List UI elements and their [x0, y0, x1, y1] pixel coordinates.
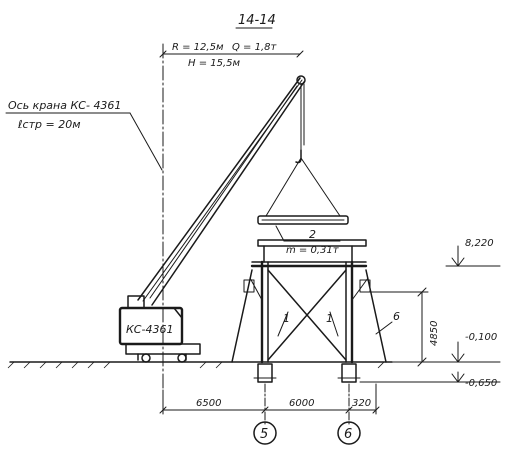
load-label: Q = 1,8т	[232, 42, 278, 53]
crane-boom	[137, 77, 305, 306]
dim-tick-2	[261, 406, 269, 414]
sling-left	[265, 157, 302, 217]
elevation-top: 8,220	[465, 238, 494, 249]
strut-leader	[375, 321, 393, 335]
crane-wheel-left	[141, 353, 151, 363]
crane-body	[118, 295, 201, 361]
load-leader	[275, 225, 285, 242]
load-number: 2	[309, 228, 316, 241]
radius-label: R = 12,5м	[172, 42, 224, 53]
dim-tick-1	[159, 406, 167, 414]
dim-tick-4	[372, 406, 380, 414]
boom-length-label: ℓстр = 20м	[17, 118, 81, 131]
top-dim-tick-right	[296, 50, 304, 58]
crane-axis-label: Ось крана КС- 4361	[8, 99, 121, 112]
brace-left-callout: 1	[283, 312, 290, 325]
height-label: H = 15,5м	[188, 58, 241, 69]
section-title: 14-14	[238, 13, 276, 28]
elevation-bottom: -0,650	[465, 378, 497, 389]
axis-6-label: 6	[344, 427, 352, 442]
axis-5-label: 5	[260, 427, 268, 442]
ground-hatch	[7, 361, 385, 369]
dimension-3: 320	[352, 398, 371, 409]
elevation-ground: -0,100	[465, 332, 497, 343]
elevation-bottom-mark	[359, 371, 501, 383]
crane-hook	[295, 149, 302, 164]
strut-callout: 6	[393, 310, 400, 323]
dimension-1: 6500	[196, 398, 221, 409]
crane-wheel-right	[177, 353, 187, 363]
axis-5-bubble	[253, 421, 277, 445]
frame-height-label: 4850	[429, 321, 440, 346]
brace-left-leader	[277, 311, 289, 337]
sling-right	[300, 157, 341, 217]
elevation-ground-mark	[391, 341, 501, 363]
height-dim-tick-top	[417, 287, 427, 297]
axis-label-leader	[129, 112, 163, 171]
brace-right-leader	[329, 311, 339, 337]
dim-tick-3	[345, 406, 353, 414]
brace-right-callout: 1	[326, 312, 333, 325]
tower-frame	[231, 239, 387, 364]
footings	[253, 363, 361, 383]
load-mass: m = 0,31т	[286, 245, 340, 256]
dimension-2: 6000	[289, 398, 314, 409]
crane-body-label: КС-4361	[126, 323, 173, 336]
elevation-top-mark	[445, 245, 501, 267]
load-beam	[257, 215, 349, 225]
axis-6-bubble	[337, 421, 361, 445]
